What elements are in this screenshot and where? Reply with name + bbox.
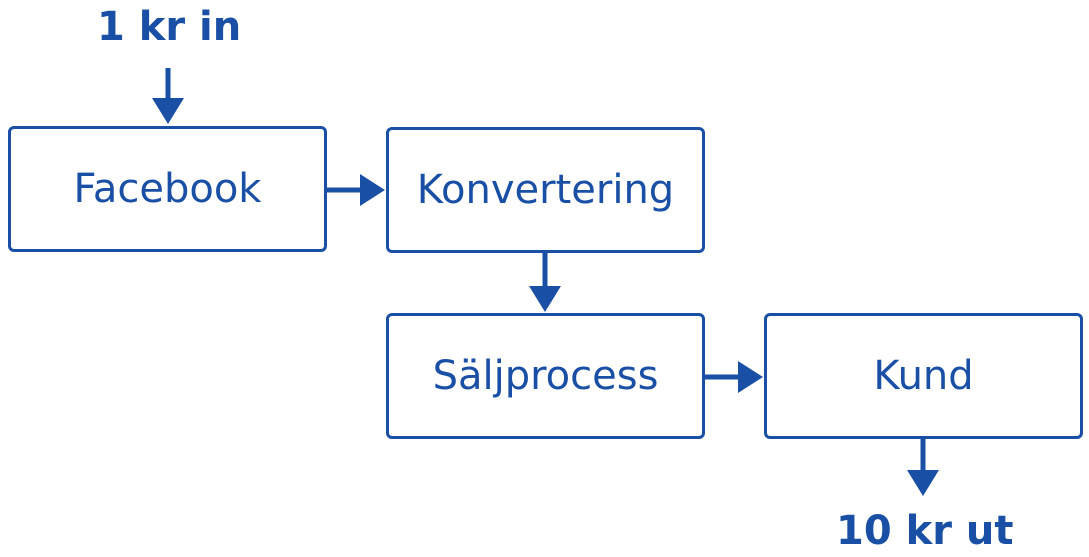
arrow-konvertering-to-saljprocess [529, 253, 561, 312]
input-label: 1 kr in [97, 4, 242, 50]
node-facebook: Facebook [8, 126, 327, 252]
arrow-saljprocess-to-kund [705, 361, 763, 393]
node-konvertering: Konvertering [386, 127, 705, 253]
arrow-kund-to-output [907, 439, 939, 496]
node-kund: Kund [764, 313, 1083, 439]
output-label: 10 kr ut [836, 508, 1014, 554]
arrow-input-to-facebook [152, 68, 184, 124]
arrow-facebook-to-konvertering [327, 174, 385, 206]
node-saljprocess: Säljprocess [386, 313, 705, 439]
